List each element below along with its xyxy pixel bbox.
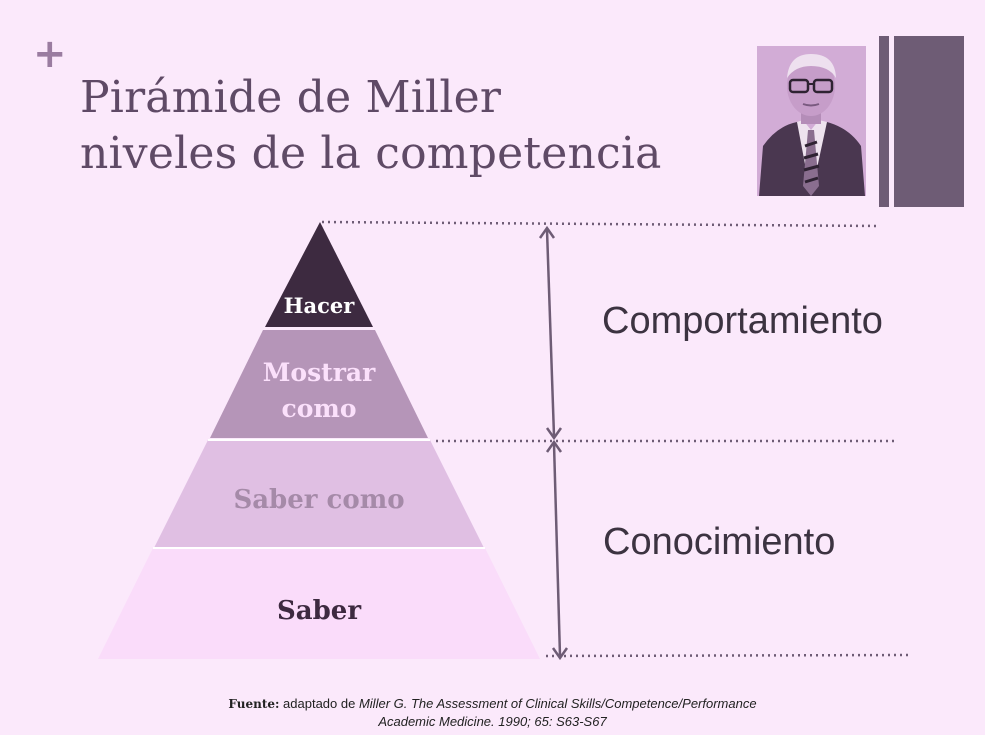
source-prefix: adaptado de	[283, 696, 356, 711]
portrait-photo	[757, 46, 866, 196]
category-comportamiento: Comportamiento	[602, 300, 883, 342]
category-conocimiento: Conocimiento	[603, 521, 836, 563]
title-line-1: Pirámide de Miller	[80, 72, 502, 123]
pyramid-level-saber	[98, 548, 540, 659]
accent-bar-thin	[879, 36, 889, 207]
accent-bar-thick	[894, 36, 964, 207]
double-arrow-upper	[538, 225, 563, 441]
level-label-hacer: Hacer	[284, 293, 356, 318]
plus-icon: +	[33, 31, 67, 77]
source-citation-line-1: Miller G. The Assessment of Clinical Ski…	[358, 696, 757, 711]
pyramid-level-mostrar-como	[210, 330, 428, 438]
level-label-saber: Saber	[277, 596, 361, 626]
source-citation: Fuente: adaptado de Miller G. The Assess…	[0, 695, 985, 731]
slide-title: Pirámide de Miller niveles de la compete…	[80, 70, 662, 182]
source-label: Fuente:	[228, 697, 280, 711]
level-label-como: como	[281, 394, 356, 423]
pyramid-level-hacer	[265, 222, 373, 327]
level-label-mostrar: Mostrar	[263, 358, 376, 387]
title-line-2: niveles de la competencia	[80, 128, 662, 179]
level-label-saber-como: Saber como	[233, 485, 404, 515]
pyramid-level-saber-como	[154, 440, 484, 548]
double-arrow-lower	[545, 439, 569, 661]
dotted-line-bottom	[545, 653, 911, 658]
dotted-line-top	[321, 220, 881, 228]
source-citation-line-2: Academic Medicine. 1990; 65: S63-S67	[378, 714, 607, 729]
